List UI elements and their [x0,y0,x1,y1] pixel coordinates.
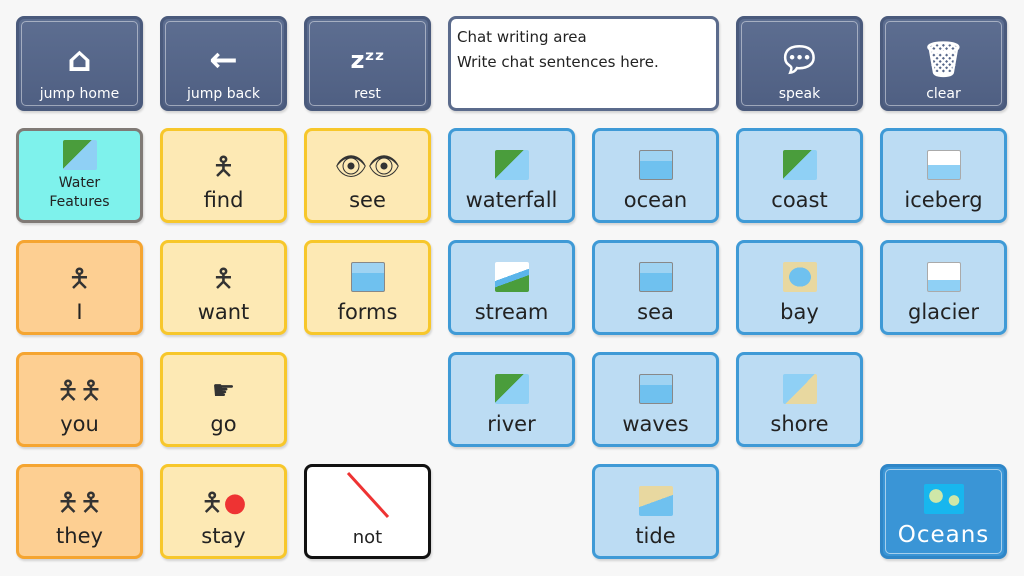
word-not[interactable]: not [304,464,431,559]
label: see [349,188,386,212]
home-icon: ⌂ [67,40,92,80]
label: ocean [623,188,688,212]
word-waves[interactable]: waves [592,352,719,447]
world-map-icon [923,484,964,514]
person-icon: 🯅 [68,264,91,294]
word-find[interactable]: 🯅 find [160,128,287,223]
pointing-hand-icon: ☛ [211,376,236,406]
word-sea[interactable]: sea [592,240,719,335]
word-I[interactable]: 🯅I [16,240,143,335]
word-you[interactable]: 🯅🯅 you [16,352,143,447]
word-glacier[interactable]: glacier [880,240,1007,335]
communication-board: ⌂ jump home ← jump back zᶻᶻ rest Chat writi… [16,16,1007,559]
they-icon: 🯅🯅 [56,488,103,518]
not-slash-icon [346,471,389,519]
label: clear [926,86,961,102]
word-coast[interactable]: coast [736,128,863,223]
forms-icon [350,262,385,292]
label: Water [58,175,101,191]
word-shore[interactable]: shore [736,352,863,447]
speech-bubble-icon: 💬︎ [777,40,822,80]
label: want [197,300,250,324]
want-icon: 🯅 [212,264,235,294]
word-bay[interactable]: bay [736,240,863,335]
label: sea [637,300,674,324]
ocean-icon [638,150,673,180]
label: bay [780,300,819,324]
label: Features [49,194,110,210]
label: stream [474,300,549,324]
arrow-left-icon: ← [209,40,238,80]
word-stay[interactable]: 🯅● stay [160,464,287,559]
label: waves [622,412,689,436]
word-forms[interactable]: forms [304,240,431,335]
label: coast [771,188,828,212]
word-tide[interactable]: tide [592,464,719,559]
word-want[interactable]: 🯅 want [160,240,287,335]
label: I [76,300,83,324]
label: find [203,188,244,212]
jump-home-button[interactable]: ⌂ jump home [16,16,143,111]
sea-icon [638,262,673,292]
label: waterfall [465,188,558,212]
glacier-icon [926,262,961,292]
label: forms [337,300,398,324]
label: stay [201,524,246,548]
label: speak [778,86,821,102]
label: glacier [908,300,979,324]
label: shore [770,412,829,436]
folder-oceans[interactable]: Oceans [880,464,1007,559]
label: not [352,527,383,548]
label: tide [635,524,676,548]
clear-button[interactable]: 🗑︎ clear [880,16,1007,111]
waterfall-icon [494,150,529,180]
label: jump back [186,86,260,102]
waves-icon [638,374,673,404]
label: jump home [39,86,120,102]
bay-icon [782,262,817,292]
label: iceberg [904,188,983,212]
word-iceberg[interactable]: iceberg [880,128,1007,223]
trash-icon: 🗑︎ [921,40,966,80]
rest-button[interactable]: zᶻᶻ rest [304,16,431,111]
eyes-icon: 👁︎👁︎ [334,152,401,182]
sleep-zzz-icon: zᶻᶻ [350,46,385,74]
label: Oceans [897,522,990,548]
you-icon: 🯅🯅 [56,376,103,406]
label: you [60,412,99,436]
word-see[interactable]: 👁︎👁︎ see [304,128,431,223]
iceberg-icon [926,150,961,180]
stay-icon: 🯅● [200,488,247,518]
word-stream[interactable]: stream [448,240,575,335]
word-go[interactable]: ☛ go [160,352,287,447]
label: river [487,412,536,436]
label: go [210,412,237,436]
water-features-icon [62,140,97,170]
coast-icon [782,150,817,180]
shore-icon [782,374,817,404]
jump-back-button[interactable]: ← jump back [160,16,287,111]
speak-button[interactable]: 💬︎ speak [736,16,863,111]
stream-icon [494,262,529,292]
chat-title: Chat writing area [457,28,587,46]
word-ocean[interactable]: ocean [592,128,719,223]
chat-placeholder: Write chat sentences here. [457,53,659,71]
tide-icon [638,486,673,516]
word-waterfall[interactable]: waterfall [448,128,575,223]
label: they [56,524,103,548]
find-icon: 🯅 [212,152,235,182]
river-icon [494,374,529,404]
word-they[interactable]: 🯅🯅 they [16,464,143,559]
word-river[interactable]: river [448,352,575,447]
label: rest [354,86,381,102]
